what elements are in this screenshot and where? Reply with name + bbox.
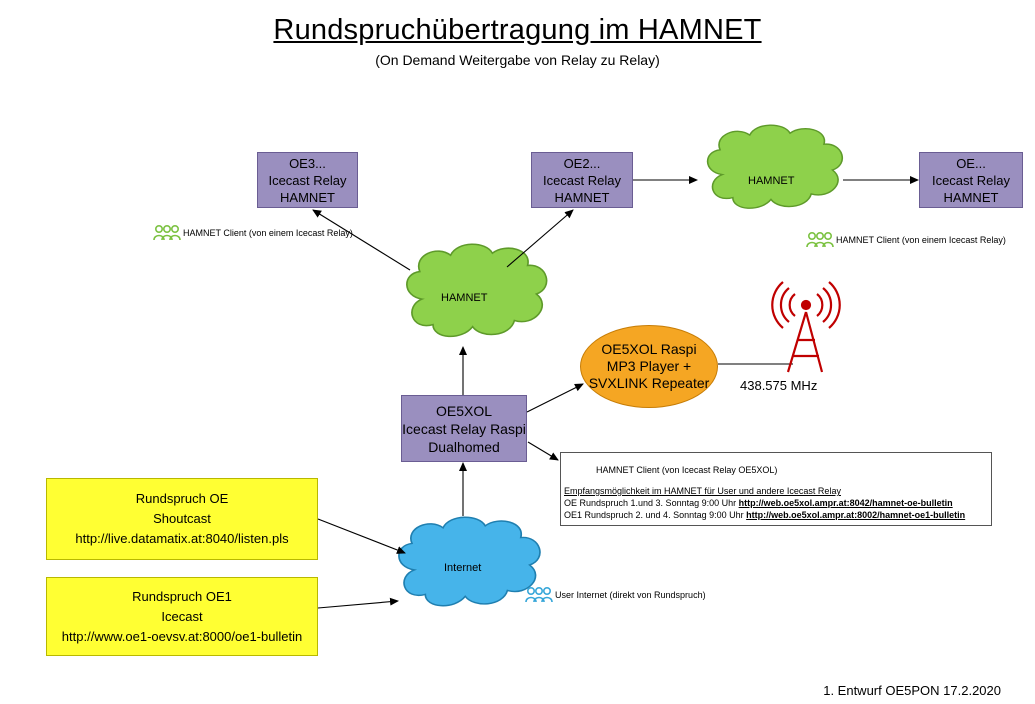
arrow-oe1-to-internet: [317, 597, 399, 609]
source-oe-type: Shoutcast: [153, 511, 211, 526]
radio-tower-icon: [771, 281, 841, 373]
node-raspi-line1: OE5XOL Raspi: [601, 341, 697, 357]
node-oe-line3: HAMNET: [943, 189, 999, 205]
node-oe3-line3: HAMNET: [280, 189, 335, 205]
info-line-oe-text: OE Rundspruch 1.und 3. Sonntag 9:00 Uhr: [564, 498, 739, 508]
client-label-right: HAMNET Client (von einem Icecast Relay): [836, 235, 1006, 245]
info-line-oe1: OE1 Rundspruch 2. und 4. Sonntag 9:00 Uh…: [564, 510, 965, 520]
cloud-internet-label: Internet: [444, 562, 482, 574]
arrow-oe5xol-to-raspi: [526, 383, 584, 413]
node-raspi-line2: MP3 Player +: [606, 358, 692, 374]
source-oe-shoutcast: Rundspruch OE Shoutcast http://live.data…: [46, 478, 318, 560]
page-title: Rundspruchübertragung im HAMNET: [273, 14, 762, 46]
client-label-internet: User Internet (direkt von Rundspruch): [555, 590, 706, 600]
source-oe1-title: Rundspruch OE1: [132, 588, 232, 604]
info-line-oe-link[interactable]: http://web.oe5xol.ampr.at:8042/hamnet-oe…: [738, 498, 953, 508]
cloud-hamnet-center-label: HAMNET: [441, 292, 488, 304]
node-oe2-line2: Icecast Relay: [542, 172, 622, 188]
source-oe1-icecast: Rundspruch OE1 Icecast http://www.oe1-oe…: [46, 577, 318, 656]
node-oe-relay: OE... Icecast Relay HAMNET: [919, 152, 1023, 208]
node-oe3-line2: Icecast Relay: [268, 172, 347, 188]
node-oe5xol-raspi: OE5XOL Raspi MP3 Player + SVXLINK Repeat…: [580, 325, 718, 408]
node-oe5xol-line2: Icecast Relay Raspi: [402, 420, 526, 437]
hamnet-client-infobox: [560, 452, 992, 526]
arrow-hamnet-to-oe2: [506, 209, 574, 268]
info-line-oe1-text: OE1 Rundspruch 2. und 4. Sonntag 9:00 Uh…: [564, 510, 747, 520]
node-oe2-relay: OE2... Icecast Relay HAMNET: [531, 152, 633, 208]
users-icon-left: [153, 225, 181, 241]
info-line-oe: OE Rundspruch 1.und 3. Sonntag 9:00 Uhr …: [564, 498, 953, 508]
client-label-left: HAMNET Client (von einem Icecast Relay): [183, 228, 353, 238]
node-oe3-line1: OE3...: [289, 155, 326, 171]
users-icon-right: [806, 232, 834, 248]
node-oe2-line3: HAMNET: [554, 189, 610, 205]
page-subtitle: (On Demand Weitergabe von Relay zu Relay…: [375, 52, 660, 68]
cloud-hamnet-top-label: HAMNET: [748, 175, 795, 187]
frequency-label: 438.575 MHz: [740, 378, 818, 393]
footer-draft-note: 1. Entwurf OE5PON 17.2.2020: [823, 683, 1001, 698]
info-line-oe1-link[interactable]: http://web.oe5xol.ampr.at:8002/hamnet-oe…: [746, 510, 966, 520]
node-oe-line1: OE...: [956, 155, 986, 171]
users-icon-internet: [525, 586, 553, 603]
info-subheader: Empfangsmöglichkeit im HAMNET für User u…: [564, 486, 841, 496]
node-oe5xol-relay: OE5XOL Icecast Relay Raspi Dualhomed: [401, 395, 527, 462]
source-oe1-url[interactable]: http://www.oe1-oevsv.at:8000/oe1-bulleti…: [61, 628, 303, 644]
source-oe1-type: Icecast: [161, 608, 203, 624]
node-raspi-line3: SVXLINK Repeater: [588, 375, 710, 391]
arrow-hamnet-to-oe3: [312, 209, 411, 271]
source-oe-url[interactable]: http://live.datamatix.at:8040/listen.pls: [75, 531, 289, 546]
node-oe5xol-line1: OE5XOL: [435, 402, 493, 419]
node-oe2-line1: OE2...: [563, 155, 601, 171]
node-oe5xol-line3: Dualhomed: [428, 438, 500, 455]
node-oe-line2: Icecast Relay: [931, 172, 1011, 188]
cloud-hamnet-center: [406, 243, 548, 338]
info-header: HAMNET Client (von Icecast Relay OE5XOL): [596, 465, 778, 475]
cloud-hamnet-top: [706, 124, 844, 210]
node-oe3-relay: OE3... Icecast Relay HAMNET: [257, 152, 358, 208]
arrow-oe5xol-to-client: [527, 441, 559, 461]
arrow-oe-to-internet: [317, 518, 406, 554]
source-oe-title: Rundspruch OE: [135, 491, 229, 506]
